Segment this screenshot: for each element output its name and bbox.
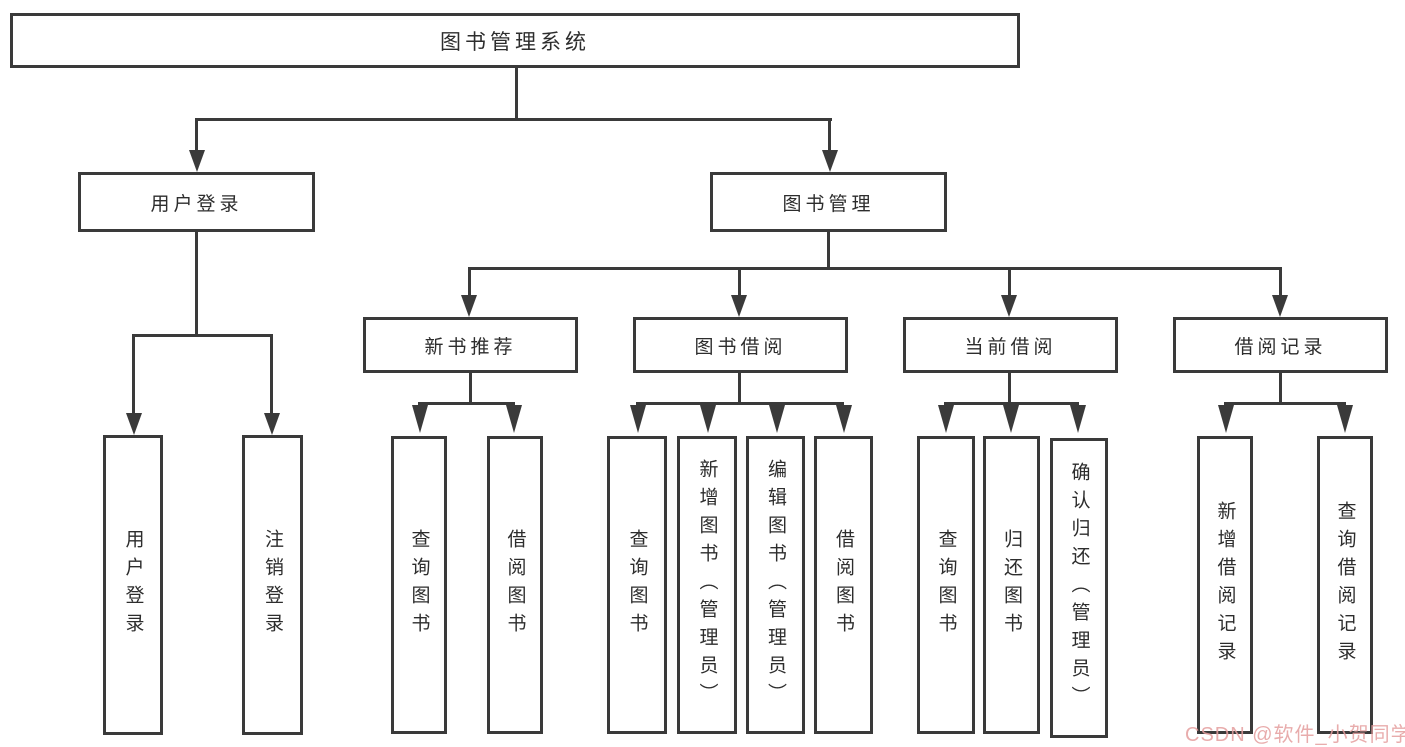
connector-mgmt-child1 bbox=[468, 267, 471, 297]
connector-level2-rail bbox=[195, 118, 832, 121]
node-query-borrow-record-label: 查询借阅记录 bbox=[1334, 501, 1356, 669]
connector-to-user-login bbox=[195, 118, 198, 152]
node-book-borrow-label: 图书借阅 bbox=[694, 336, 787, 358]
connector-login-rail bbox=[132, 334, 273, 337]
arrowhead-user-login-icon bbox=[189, 150, 205, 172]
node-query-books-3: 查询图书 bbox=[917, 436, 975, 734]
connector-records-stem bbox=[1279, 373, 1282, 405]
arrowhead-query-books2-icon bbox=[630, 405, 646, 433]
arrowhead-query-books1-icon bbox=[412, 405, 428, 433]
arrowhead-query-record-icon bbox=[1337, 405, 1353, 433]
connector-borrow-stem bbox=[738, 373, 741, 405]
node-new-book-recommend-label: 新书推荐 bbox=[424, 336, 517, 358]
arrowhead-borrow-books2-icon bbox=[836, 405, 852, 433]
connector-newbook-stem bbox=[469, 373, 472, 405]
node-new-book-recommend: 新书推荐 bbox=[363, 317, 578, 373]
node-borrow-books-2: 借阅图书 bbox=[814, 436, 873, 734]
node-book-mgmt: 图书管理 bbox=[710, 172, 947, 232]
node-add-borrow-record-label: 新增借阅记录 bbox=[1214, 501, 1236, 669]
node-query-books-2: 查询图书 bbox=[607, 436, 667, 734]
node-borrow-books-2-label: 借阅图书 bbox=[833, 529, 854, 641]
node-borrow-books-1-label: 借阅图书 bbox=[504, 529, 526, 641]
node-logout-leaf: 注销登录 bbox=[242, 435, 303, 735]
node-root-label: 图书管理系统 bbox=[440, 30, 590, 54]
arrowhead-login-leaf2-icon bbox=[264, 413, 280, 435]
connector-root-stem bbox=[515, 68, 518, 121]
arrowhead-add-book-icon bbox=[700, 405, 716, 433]
connector-current-rail bbox=[944, 402, 1079, 405]
node-user-login: 用户登录 bbox=[78, 172, 315, 232]
connector-borrow-rail bbox=[636, 402, 844, 405]
arrowhead-borrow-books1-icon bbox=[506, 405, 522, 433]
connector-newbook-rail bbox=[418, 402, 515, 405]
node-borrow-records: 借阅记录 bbox=[1173, 317, 1388, 373]
connector-mgmt-rail bbox=[468, 267, 1282, 270]
node-user-login-label: 用户登录 bbox=[150, 193, 243, 215]
arrowhead-new-book-icon bbox=[461, 295, 477, 317]
node-query-books-1: 查询图书 bbox=[391, 436, 447, 734]
connector-login-child2 bbox=[270, 334, 273, 414]
node-query-books-2-label: 查询图书 bbox=[626, 529, 648, 641]
node-borrow-books-1: 借阅图书 bbox=[487, 436, 543, 734]
arrowhead-book-borrow-icon bbox=[731, 295, 747, 317]
node-book-borrow: 图书借阅 bbox=[633, 317, 848, 373]
arrowhead-confirm-return-icon bbox=[1070, 405, 1086, 433]
node-return-book-label: 归还图书 bbox=[1001, 529, 1022, 641]
arrowhead-return-book-icon bbox=[1003, 405, 1019, 433]
arrowhead-add-record-icon bbox=[1218, 405, 1234, 433]
node-root: 图书管理系统 bbox=[10, 13, 1020, 68]
arrowhead-edit-book-icon bbox=[769, 405, 785, 433]
node-current-borrow-label: 当前借阅 bbox=[964, 336, 1057, 358]
arrowhead-login-leaf1-icon bbox=[126, 413, 142, 435]
node-query-books-1-label: 查询图书 bbox=[408, 529, 430, 641]
node-logout-leaf-label: 注销登录 bbox=[262, 529, 283, 641]
connector-to-book-mgmt bbox=[828, 118, 831, 152]
node-add-borrow-record: 新增借阅记录 bbox=[1197, 436, 1253, 734]
node-add-book-admin: 新增图书（管理员） bbox=[677, 436, 737, 734]
connector-records-rail bbox=[1224, 402, 1346, 405]
csdn-watermark: CSDN @软件_小贺同学 bbox=[1185, 724, 1405, 746]
connector-mgmt-child3 bbox=[1008, 267, 1011, 297]
node-return-book: 归还图书 bbox=[983, 436, 1040, 734]
node-current-borrow: 当前借阅 bbox=[903, 317, 1118, 373]
connector-mgmt-stem bbox=[827, 232, 830, 270]
node-confirm-return-admin: 确认归还（管理员） bbox=[1050, 438, 1108, 738]
node-query-books-3-label: 查询图书 bbox=[935, 529, 957, 641]
node-borrow-records-label: 借阅记录 bbox=[1234, 336, 1327, 358]
connector-current-stem bbox=[1008, 373, 1011, 405]
arrowhead-borrow-records-icon bbox=[1272, 295, 1288, 317]
node-add-book-admin-label: 新增图书（管理员） bbox=[696, 459, 718, 711]
arrowhead-query-books3-icon bbox=[938, 405, 954, 433]
node-book-mgmt-label: 图书管理 bbox=[782, 193, 875, 215]
node-user-login-leaf: 用户登录 bbox=[103, 435, 163, 735]
node-query-borrow-record: 查询借阅记录 bbox=[1317, 436, 1373, 734]
node-edit-book-admin: 编辑图书（管理员） bbox=[746, 436, 805, 734]
connector-mgmt-child2 bbox=[738, 267, 741, 297]
connector-mgmt-child4 bbox=[1279, 267, 1282, 297]
connector-login-child1 bbox=[132, 334, 135, 414]
node-user-login-leaf-label: 用户登录 bbox=[122, 529, 144, 641]
connector-login-stem bbox=[195, 232, 198, 337]
arrowhead-book-mgmt-icon bbox=[822, 150, 838, 172]
node-edit-book-admin-label: 编辑图书（管理员） bbox=[765, 459, 786, 711]
arrowhead-current-borrow-icon bbox=[1001, 295, 1017, 317]
node-confirm-return-admin-label: 确认归还（管理员） bbox=[1068, 462, 1090, 714]
